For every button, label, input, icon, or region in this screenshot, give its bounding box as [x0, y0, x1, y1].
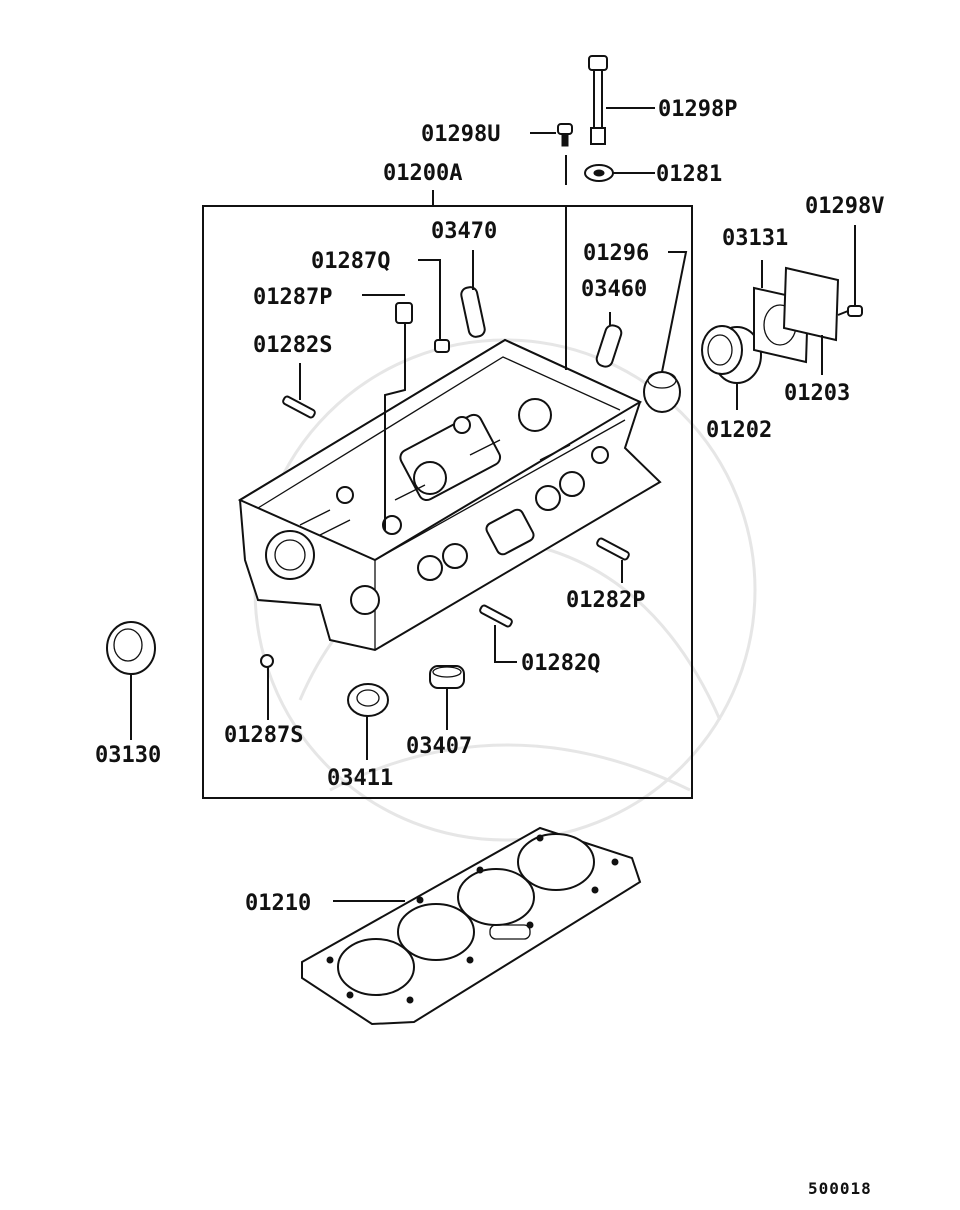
leader-lines — [130, 107, 856, 902]
label-03470: 03470 — [431, 219, 497, 244]
label-01202: 01202 — [706, 418, 772, 443]
plug-01287S[interactable] — [260, 654, 274, 668]
washer-01281[interactable] — [584, 164, 614, 182]
plug-01287P[interactable] — [395, 302, 413, 324]
label-03411: 03411 — [327, 766, 393, 791]
label-01210: 01210 — [245, 891, 311, 916]
stud-01282Q[interactable] — [479, 604, 513, 628]
label-01296: 01296 — [583, 241, 649, 266]
label-01298V: 01298V — [805, 194, 884, 219]
stud-01282P[interactable] — [596, 537, 630, 561]
label-01200A: 01200A — [383, 161, 462, 186]
label-01287S: 01287S — [224, 723, 303, 748]
seal-03407[interactable] — [429, 665, 465, 689]
label-03407: 03407 — [406, 734, 472, 759]
seal-03411[interactable] — [347, 683, 389, 717]
label-03131: 03131 — [722, 226, 788, 251]
label-01298U: 01298U — [421, 122, 500, 147]
label-03460: 03460 — [581, 277, 647, 302]
bolt-01298P[interactable] — [588, 55, 608, 145]
plug-01287Q[interactable] — [434, 339, 450, 353]
label-01281: 01281 — [656, 162, 722, 187]
bolt-01298V[interactable] — [837, 305, 863, 317]
cover-01203[interactable] — [782, 266, 840, 342]
sleeve-03470[interactable] — [460, 286, 486, 338]
head-gasket[interactable] — [301, 826, 642, 1026]
label-03130: 03130 — [95, 743, 161, 768]
housing-01202[interactable] — [701, 325, 762, 384]
label-01203: 01203 — [784, 381, 850, 406]
sleeve-03460[interactable] — [595, 324, 623, 369]
cap-01296[interactable] — [643, 371, 681, 413]
label-01282S: 01282S — [253, 333, 332, 358]
stud-01282S[interactable] — [282, 395, 316, 419]
label-01287P: 01287P — [253, 285, 332, 310]
label-01287Q: 01287Q — [311, 249, 390, 274]
label-01298P: 01298P — [658, 97, 737, 122]
bolt-01298U[interactable] — [557, 123, 573, 147]
diagram-id: 500018 — [808, 1179, 872, 1198]
assembly-frame — [202, 205, 693, 799]
cylinder-head[interactable] — [237, 338, 662, 652]
label-01282P: 01282P — [566, 588, 645, 613]
oil-seal-03130[interactable] — [106, 621, 156, 675]
label-01282Q: 01282Q — [521, 651, 600, 676]
